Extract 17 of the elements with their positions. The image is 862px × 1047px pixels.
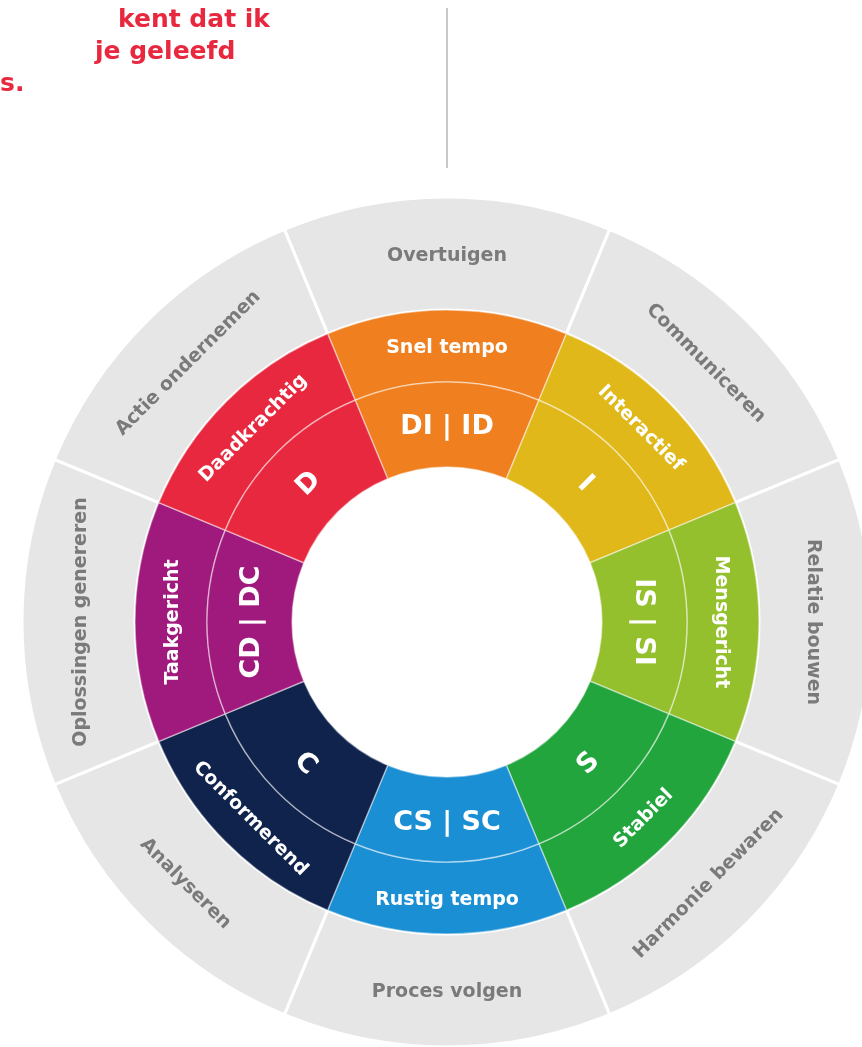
segment-label: Oplossingen genereren: [68, 497, 90, 747]
heading-text: kent dat ik: [118, 4, 270, 34]
segment-label: S: [569, 744, 605, 780]
heading-text: s.: [0, 68, 25, 98]
segment-label: Rustig tempo: [375, 887, 519, 909]
segment-label: Snel tempo: [386, 335, 508, 357]
segment-label: DI | ID: [400, 408, 494, 440]
segment-label: I: [572, 467, 602, 497]
segment-label: Taakgericht: [160, 559, 182, 685]
segment-label: Mensgericht: [712, 555, 734, 689]
segment-label: IS | SI: [629, 578, 661, 666]
heading-text: je geleefd: [95, 36, 236, 66]
segment-label: CS | SC: [393, 804, 501, 836]
segment-label: Relatie bouwen: [804, 538, 826, 706]
segment-label: Proces volgen: [371, 979, 523, 1001]
segment-label: Overtuigen: [387, 243, 507, 265]
segment-label: CD | DC: [233, 565, 265, 679]
